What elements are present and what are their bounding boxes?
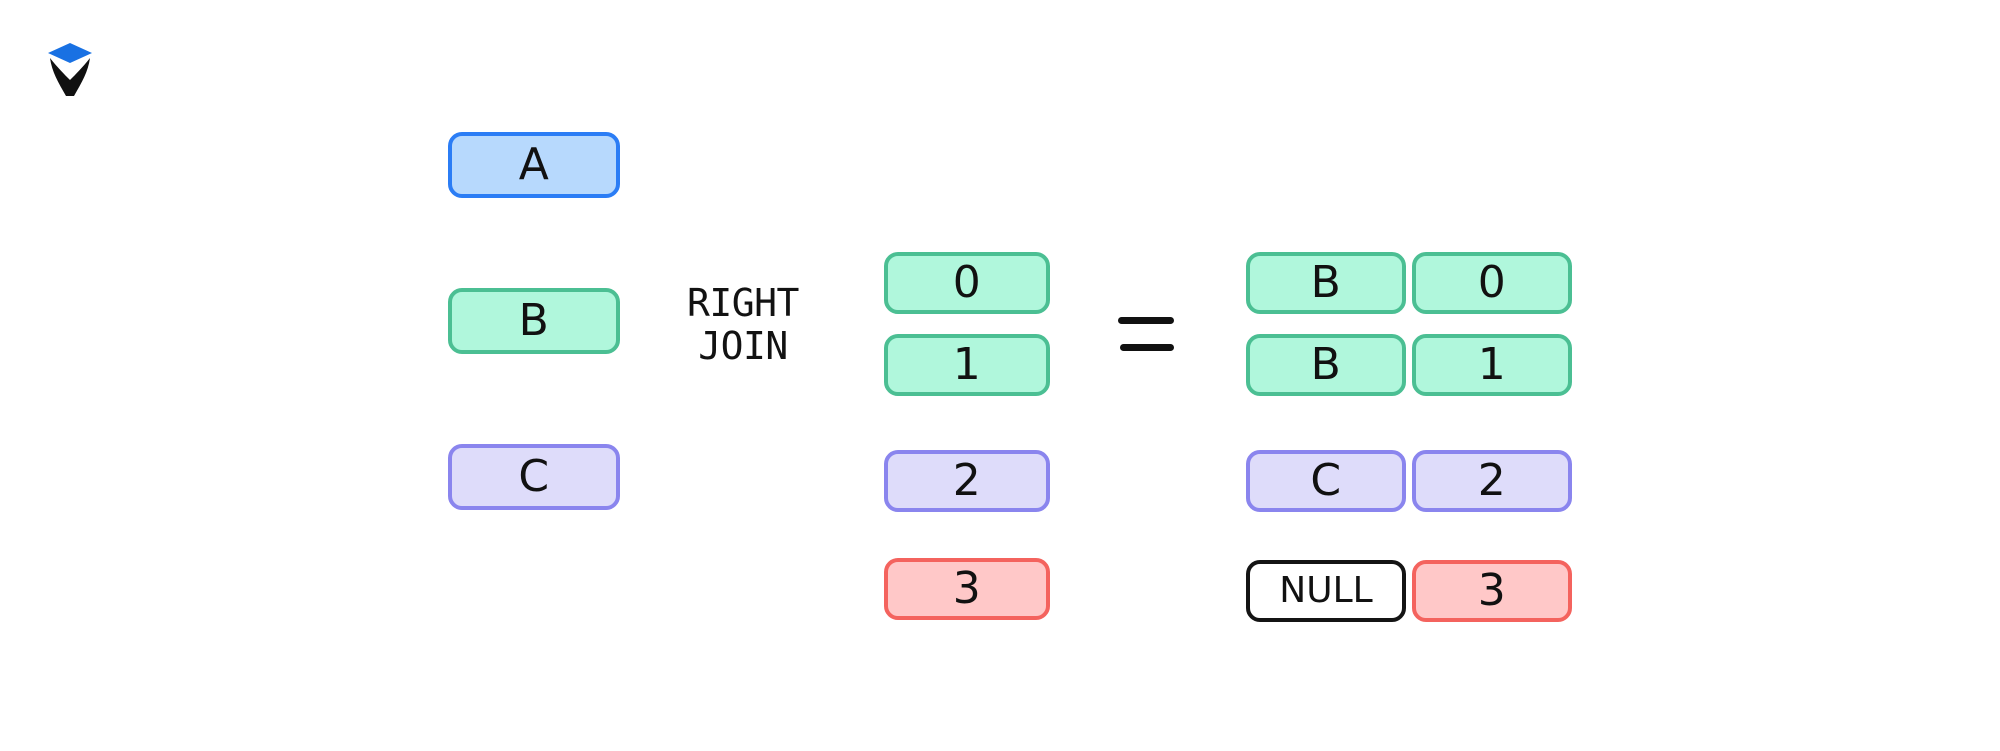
equals-sign-icon	[1118, 317, 1174, 361]
right-table-cell-3-label: 3	[952, 563, 982, 614]
left-table-cell-a-label: A	[518, 139, 550, 190]
result-row-0-left[interactable]: B	[1246, 252, 1406, 314]
result-row-3-left[interactable]: NULL	[1246, 560, 1406, 622]
result-row-1-left-label: B	[1310, 339, 1342, 390]
join-operator-line-1: RIGHT	[687, 281, 799, 325]
equals-bar-bottom	[1120, 344, 1174, 351]
result-row-0-right[interactable]: 0	[1412, 252, 1572, 314]
result-row-2-left[interactable]: C	[1246, 450, 1406, 512]
right-table-cell-2-label: 2	[952, 455, 982, 506]
logo-diamond-icon	[48, 43, 92, 63]
right-table-cell-2[interactable]: 2	[884, 450, 1050, 512]
join-operator-label: RIGHT JOIN	[668, 282, 818, 367]
result-row-2-right-label: 2	[1477, 455, 1507, 506]
result-row-3-left-label: NULL	[1279, 570, 1373, 611]
result-row-3-right-label: 3	[1477, 565, 1507, 616]
join-operator-line-2: JOIN	[698, 323, 788, 368]
left-table-cell-c[interactable]: C	[448, 444, 620, 510]
excalidraw-logo[interactable]	[44, 38, 96, 100]
result-row-1-left[interactable]: B	[1246, 334, 1406, 396]
logo-x-icon	[50, 58, 90, 96]
right-table-cell-0[interactable]: 0	[884, 252, 1050, 314]
result-row-0-right-label: 0	[1477, 257, 1507, 308]
result-row-2-right[interactable]: 2	[1412, 450, 1572, 512]
left-table-cell-c-label: C	[518, 451, 550, 502]
result-row-2-left-label: C	[1310, 455, 1342, 506]
result-row-1-right-label: 1	[1477, 339, 1507, 390]
left-table-cell-b-label: B	[518, 295, 550, 346]
left-table-cell-b[interactable]: B	[448, 288, 620, 354]
result-row-3-right[interactable]: 3	[1412, 560, 1572, 622]
right-table-cell-1-label: 1	[952, 339, 982, 390]
right-table-cell-0-label: 0	[952, 257, 982, 308]
result-row-1-right[interactable]: 1	[1412, 334, 1572, 396]
equals-bar-top	[1118, 317, 1174, 324]
result-row-0-left-label: B	[1310, 257, 1342, 308]
right-table-cell-1[interactable]: 1	[884, 334, 1050, 396]
left-table-cell-a[interactable]: A	[448, 132, 620, 198]
right-table-cell-3[interactable]: 3	[884, 558, 1050, 620]
